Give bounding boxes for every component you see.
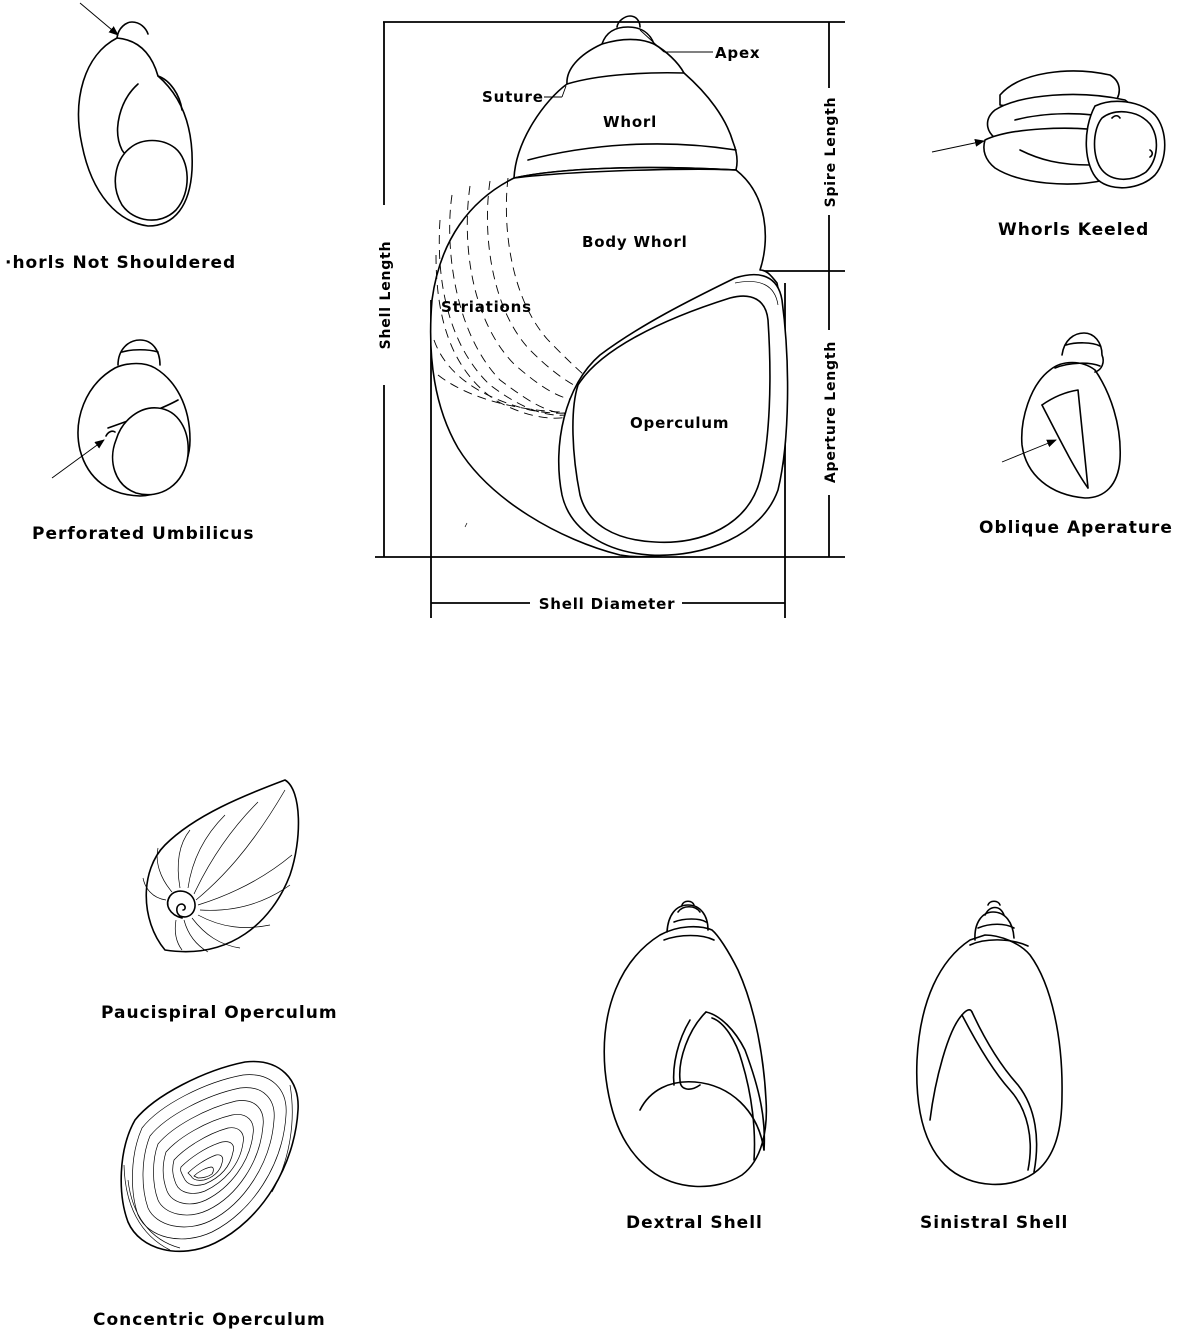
- whorls-not-shouldered-caption: ·horls Not Shouldered: [5, 253, 236, 273]
- concentric-operculum-caption: Concentric Operculum: [93, 1310, 326, 1330]
- concentric-operculum-figure: Concentric Operculum: [93, 1062, 326, 1330]
- perforated-umbilicus-figure: Perforated Umbilicus: [32, 340, 255, 544]
- apex-label: Apex: [715, 44, 760, 62]
- oblique-aperature-figure: Oblique Aperature: [979, 333, 1173, 538]
- sinistral-shell-caption: Sinistral Shell: [920, 1213, 1068, 1233]
- aperture-length-label: Aperture Length: [823, 341, 839, 483]
- operculum-label: Operculum: [630, 414, 729, 432]
- shell-diameter-label: Shell Diameter: [539, 595, 676, 613]
- whorl-label: Whorl: [603, 113, 657, 131]
- spire-length-label: Spire Length: [823, 97, 839, 208]
- dextral-shell-figure: Dextral Shell: [604, 901, 766, 1233]
- oblique-aperature-caption: Oblique Aperature: [979, 518, 1173, 538]
- main-shell-diagram: Apex Suture Whorl Body Whorl Striations …: [375, 16, 845, 618]
- sinistral-shell-figure: Sinistral Shell: [917, 901, 1069, 1233]
- whorls-keeled-caption: Whorls Keeled: [998, 220, 1149, 240]
- whorls-not-shouldered-figure: ·horls Not Shouldered: [5, 3, 236, 273]
- suture-label: Suture: [482, 88, 544, 106]
- whorls-keeled-figure: Whorls Keeled: [932, 71, 1165, 240]
- paucispiral-operculum-figure: Paucispiral Operculum: [101, 780, 338, 1023]
- paucispiral-operculum-caption: Paucispiral Operculum: [101, 1003, 338, 1023]
- dextral-shell-caption: Dextral Shell: [626, 1213, 763, 1233]
- striations-label: Striations: [441, 298, 532, 316]
- shell-length-label: Shell Length: [378, 241, 394, 350]
- perforated-umbilicus-caption: Perforated Umbilicus: [32, 524, 255, 544]
- body-whorl-label: Body Whorl: [582, 233, 688, 251]
